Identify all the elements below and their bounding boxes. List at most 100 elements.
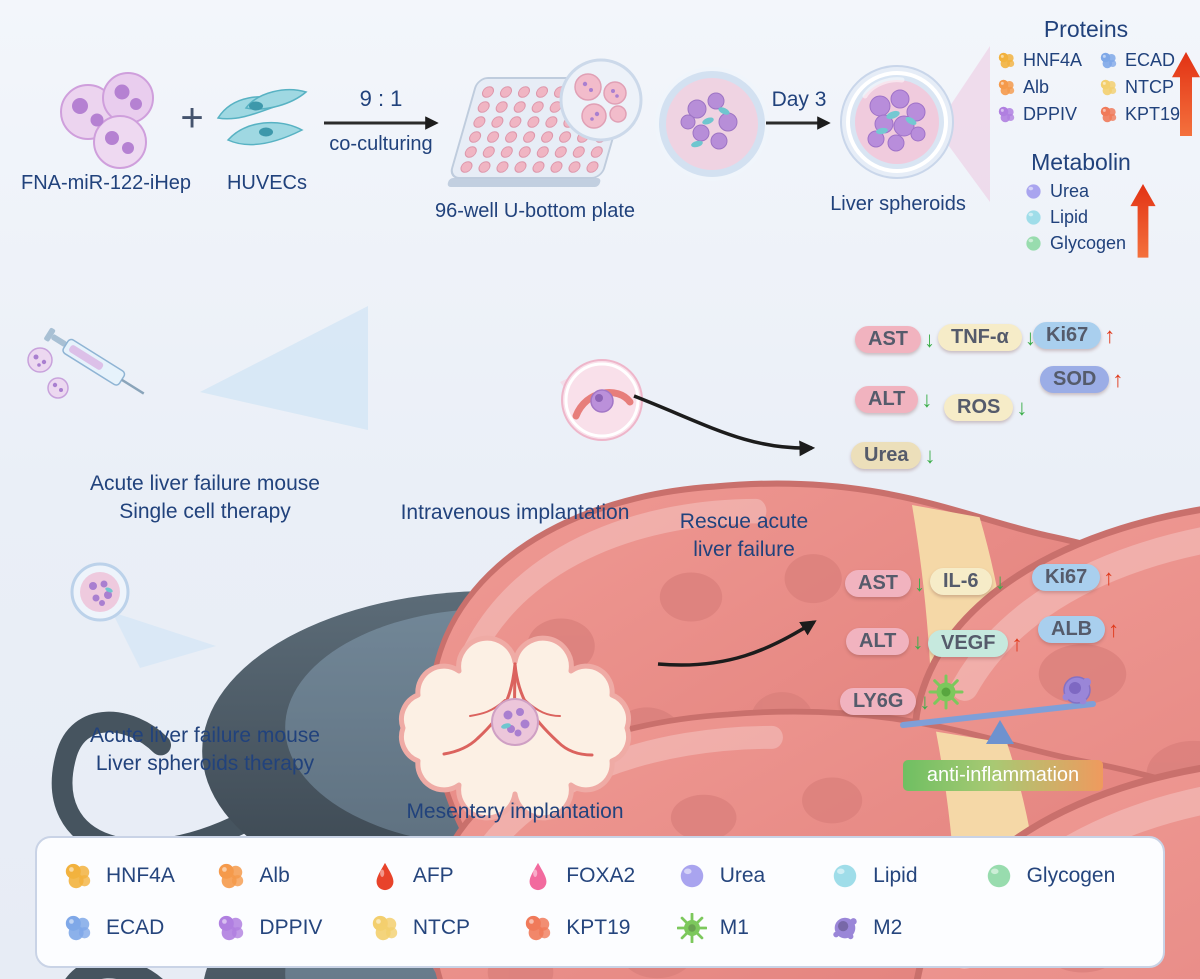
trend-arrow-icon: ↓ (921, 386, 933, 412)
afp-icon (370, 861, 400, 891)
marker-pill: ALT (846, 628, 910, 655)
legend-item: M2 (830, 913, 983, 943)
plate-label: 96-well U-bottom plate (434, 200, 636, 222)
trend-arrow-icon: ↓ (924, 442, 936, 468)
m2-cell (1062, 676, 1091, 705)
marker-badge: Ki67↑ (1032, 564, 1114, 591)
trend-arrow-icon: ↑ (1011, 630, 1023, 656)
mouse1-caption: Acute liver failure mouse Single cell th… (40, 470, 370, 526)
legend-label: Lipid (873, 864, 918, 887)
marker-badge: IL-6↓ (930, 568, 1006, 595)
legend-item: Urea (677, 861, 830, 891)
legend-label: KPT19 (566, 916, 631, 939)
m2-cell-icon (830, 913, 860, 943)
seesaw (900, 674, 1096, 744)
intravenous-inset (560, 359, 643, 441)
legend-label: ECAD (106, 916, 165, 939)
alb-icon (997, 78, 1016, 97)
legend-label: M1 (719, 916, 749, 939)
trend-arrow-icon: ↓ (919, 688, 931, 714)
legend-label: AFP (412, 864, 454, 887)
mesentery (398, 635, 632, 821)
ihep-cells-label: FNA-miR-122-iHep (20, 172, 192, 194)
m1-cell (928, 674, 964, 710)
marker-pill: SOD (1040, 366, 1110, 393)
result-arrow-2 (657, 620, 817, 667)
marker-badge: AST↓ (855, 326, 935, 353)
protein-item: ECAD (1099, 50, 1180, 71)
kpt19-icon (523, 913, 553, 943)
protein-label: ECAD (1125, 50, 1176, 70)
mouse1-caption-line2: Single cell therapy (119, 500, 291, 523)
legend-label: Glycogen (1026, 864, 1116, 887)
marker-badge: Ki67↑ (1033, 322, 1115, 349)
spheroid-capsule (70, 562, 130, 622)
marker-badge: SOD↑ (1040, 366, 1123, 393)
day3-label: Day 3 (771, 88, 827, 111)
trend-arrow-icon: ↑ (1103, 564, 1115, 590)
legend-item: FOXA2 (523, 861, 676, 891)
marker-pill: Ki67 (1033, 322, 1102, 349)
marker-badge: LY6G↓ (840, 688, 930, 715)
rescue-line1: Rescue acute (679, 510, 809, 533)
protein-label: DPPIV (1023, 104, 1078, 124)
lipid-icon (1024, 208, 1043, 227)
legend-label: DPPIV (259, 916, 323, 939)
legend-item: M1 (676, 913, 830, 943)
protein-label: NTCP (1125, 77, 1174, 97)
marker-pill: TNF-α (938, 324, 1022, 351)
urea-icon (1024, 182, 1043, 201)
protein-item: HNF4A (997, 50, 1082, 71)
dppiv-icon (216, 913, 246, 943)
mouse2-caption-line2: Liver spheroids therapy (95, 752, 315, 775)
rescue-line2: liver failure (693, 538, 795, 561)
liver-spheroids-label: Liver spheroids (830, 193, 966, 215)
foxa2-icon (523, 861, 553, 891)
protein-item: DPPIV (997, 104, 1082, 125)
legend-item: AFP (370, 861, 523, 891)
ntcp-icon (370, 913, 400, 943)
legend-item: Lipid (830, 861, 983, 891)
marker-pill: LY6G (840, 688, 917, 715)
glycogen-icon (984, 861, 1014, 891)
legend-item: KPT19 (523, 913, 676, 943)
hnf4a-icon (63, 861, 93, 891)
dppiv-icon (997, 105, 1016, 124)
marker-pill: Ki67 (1032, 564, 1101, 591)
huvec-cells (216, 89, 308, 146)
coculturing-label: co-culturing (329, 133, 433, 155)
protein-label: HNF4A (1023, 50, 1083, 70)
projection-beam-2 (112, 612, 216, 668)
marker-pill: AST (855, 326, 921, 353)
metabolin-title: Metabolin (1031, 149, 1131, 175)
marker-badge: ALB↑ (1038, 616, 1119, 643)
plate-zoom-wells (559, 58, 643, 142)
projection-beam-1 (200, 306, 368, 430)
legend-item: DPPIV (216, 913, 369, 943)
syringe (44, 327, 145, 395)
marker-badge: ALT↓ (846, 628, 923, 655)
trend-arrow-icon: ↓ (914, 570, 925, 596)
huvecs-label: HUVECs (226, 172, 307, 194)
lipid-icon (830, 861, 860, 891)
ratio-label: 9 : 1 (359, 86, 403, 111)
proteins-column-1: HNF4A Alb DPPIV (997, 50, 1082, 125)
marker-badge: TNF-α↓ (938, 324, 1036, 351)
plate-zoom-dish (655, 67, 769, 181)
marker-pill: ALB (1038, 616, 1106, 643)
metabolin-item: Lipid (1024, 207, 1126, 228)
metabolin-up-arrow (1130, 184, 1156, 258)
marker-badge: VEGF↑ (928, 630, 1022, 657)
marker-badge: ALT↓ (855, 386, 932, 413)
legend-label: FOXA2 (566, 864, 636, 887)
legend-item: HNF4A (63, 861, 216, 891)
metabolin-label: Urea (1050, 181, 1090, 201)
mouse1-caption-line1: Acute liver failure mouse (90, 472, 320, 495)
metabolin-column: Urea Lipid Glycogen (1024, 181, 1126, 254)
trend-arrow-icon: ↑ (1108, 616, 1120, 642)
protein-label: KPT19 (1125, 104, 1181, 124)
anti-inflammation-banner: anti-inflammation (903, 760, 1103, 791)
legend-item: NTCP (370, 913, 523, 943)
